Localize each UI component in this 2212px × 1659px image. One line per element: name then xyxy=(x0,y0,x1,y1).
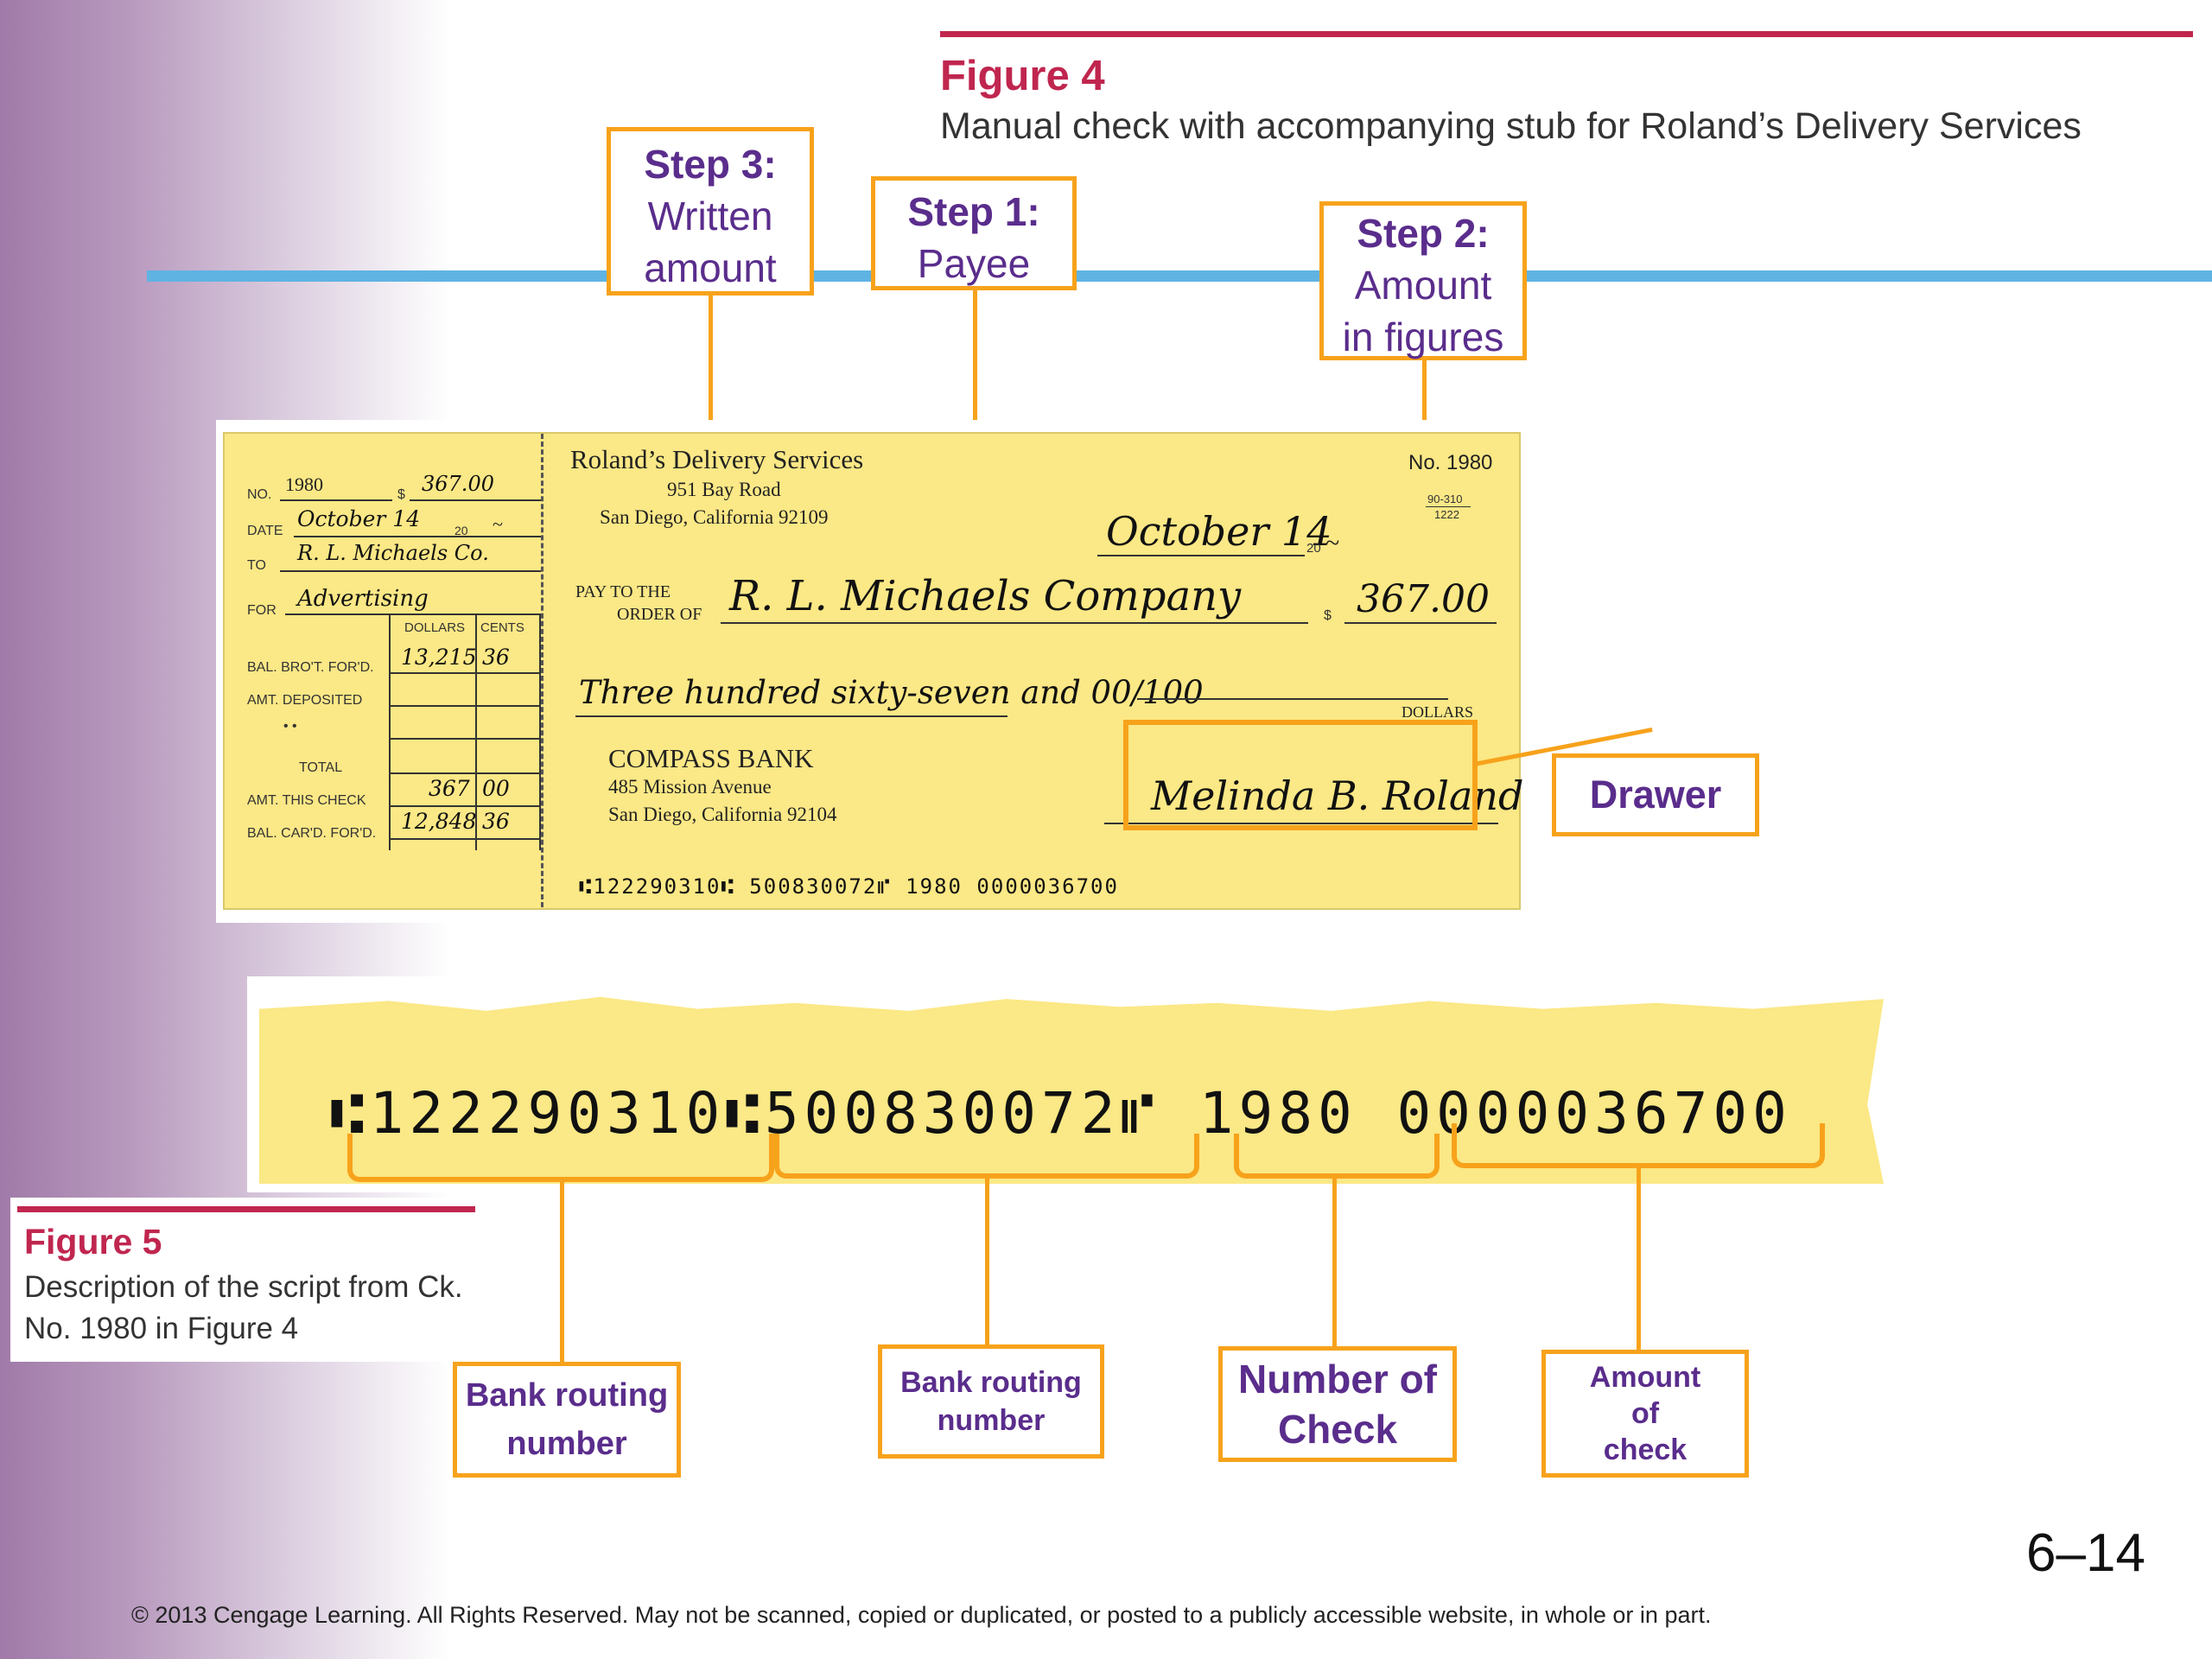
stub-bal-brot-dollars: 13,215 xyxy=(401,645,477,670)
label-bank-routing-2-line1: Bank routing xyxy=(900,1366,1082,1399)
step2-title: Step 2: xyxy=(1357,211,1490,256)
label-bank-routing-1: Bank routing number xyxy=(453,1362,681,1478)
check-dollar-sign: $ xyxy=(1324,608,1332,623)
stub-date-value: October 14 xyxy=(297,506,421,531)
stub-no-label: NO. xyxy=(247,487,272,502)
check-number-connector xyxy=(1332,1177,1337,1350)
stub-date-tilde: ~ xyxy=(493,513,503,535)
label-number-of-check-line1: Number of xyxy=(1238,1357,1437,1402)
stub-amount-prefix: $ xyxy=(397,487,405,502)
check-fraction-top: 90-310 xyxy=(1427,493,1463,505)
stub-amt-check-dollars: 367 xyxy=(429,776,470,801)
stub-bal-card-cents: 36 xyxy=(482,809,510,834)
label-amount-of-check-line3: check xyxy=(1603,1433,1688,1466)
figure4-rule xyxy=(940,31,2193,37)
check-address-line1: 951 Bay Road xyxy=(667,479,781,500)
label-amount-of-check-line1: Amount xyxy=(1589,1361,1701,1394)
step2-line2: in figures xyxy=(1342,315,1504,359)
stub-to-label: TO xyxy=(247,558,266,573)
check-micr-line: ⑆122290310⑆ 500830072⑈ 1980 0000036700 xyxy=(579,874,1119,899)
figure5-title: Figure 5 xyxy=(24,1222,162,1262)
pay-to-label-line2: ORDER OF xyxy=(617,605,702,624)
label-bank-routing-2-line2: number xyxy=(937,1404,1046,1437)
step1-callout: Step 1: Payee xyxy=(871,176,1077,290)
check-signature: Melinda B. Roland xyxy=(1151,772,1524,819)
check-date-value: October 14 xyxy=(1106,508,1332,555)
micr-torn-strip xyxy=(259,996,1884,1184)
page-number: 6–14 xyxy=(2026,1523,2145,1583)
bracket-check-number xyxy=(1234,1134,1440,1179)
stub-amt-check-cents: 00 xyxy=(482,776,510,801)
pay-to-label-line1: PAY TO THE xyxy=(575,582,671,601)
check-dollars-label: DOLLARS xyxy=(1402,703,1474,721)
label-bank-routing-1-line2: number xyxy=(506,1426,627,1462)
check-amount-figures: 367.00 xyxy=(1357,577,1490,621)
stub-for-value: Advertising xyxy=(297,586,429,612)
stub-bal-card-label: BAL. CAR'D. FOR'D. xyxy=(247,826,377,841)
check-amount-connector xyxy=(1637,1166,1641,1353)
label-amount-of-check-line2: of xyxy=(1630,1397,1660,1430)
step2-line1: Amount xyxy=(1354,263,1492,308)
check-with-stub: NO. 1980 $ 367.00 DATE October 14 20 ~ T… xyxy=(223,432,1524,910)
signature-highlight-box xyxy=(1123,720,1478,830)
stub-date-20: 20 xyxy=(454,524,468,537)
stub-amt-check-label: AMT. THIS CHECK xyxy=(247,793,366,808)
stub-bal-brot-cents: 36 xyxy=(482,645,510,670)
stub-bal-brot-label: BAL. BRO'T. FOR'D. xyxy=(247,660,374,675)
stub-cents-header: CENTS xyxy=(480,620,524,635)
bracket-routing-2 xyxy=(774,1134,1199,1179)
label-bank-routing-2: Bank routing number xyxy=(878,1344,1104,1459)
step1-title: Step 1: xyxy=(907,189,1040,234)
check-bank-name: COMPASS BANK xyxy=(608,743,814,773)
step3-line2: amount xyxy=(644,245,777,290)
stub-bal-card-dollars: 12,848 xyxy=(401,809,477,834)
check-written-amount: Three hundred sixty-seven and 00/100 xyxy=(579,674,1204,711)
stub-date-label: DATE xyxy=(247,524,283,538)
figure4-title: Figure 4 xyxy=(940,53,1105,99)
label-number-of-check-line2: Check xyxy=(1277,1407,1398,1452)
stub-dots: • • xyxy=(283,719,297,734)
check-address-line2: San Diego, California 92109 xyxy=(600,506,829,528)
check-date-20: 20 xyxy=(1306,541,1321,556)
check-number: No. 1980 xyxy=(1408,451,1493,474)
check-bank-address1: 485 Mission Avenue xyxy=(608,776,772,798)
figure5-caption: Description of the script from Ck. No. 1… xyxy=(24,1270,463,1345)
stub-amt-deposited-label: AMT. DEPOSITED xyxy=(247,693,363,708)
stub-for-label: FOR xyxy=(247,603,276,618)
figure5-rule xyxy=(17,1206,475,1212)
label-number-of-check: Number of Check xyxy=(1218,1346,1457,1462)
step3-title: Step 3: xyxy=(644,142,777,187)
figure4-caption: Manual check with accompanying stub for … xyxy=(940,105,2082,147)
check-company-name: Roland’s Delivery Services xyxy=(570,444,864,474)
stub-amount-value: 367.00 xyxy=(422,472,494,496)
drawer-label-text: Drawer xyxy=(1589,772,1722,817)
routing2-connector xyxy=(985,1177,989,1350)
stub-to-value: R. L. Michaels Co. xyxy=(297,541,489,565)
step2-callout: Step 2: Amount in figures xyxy=(1319,201,1527,360)
step1-line1: Payee xyxy=(917,241,1031,286)
figure5-box xyxy=(10,1198,477,1362)
blue-divider-line xyxy=(147,270,2212,282)
label-amount-of-check: Amount of check xyxy=(1541,1350,1749,1478)
micr-strip-text: ⑆122290310⑆500830072⑈ 1980 0000036700 xyxy=(330,1080,1792,1147)
check-date-tilde: ~ xyxy=(1325,529,1340,557)
stub-dollars-header: DOLLARS xyxy=(404,620,466,635)
step3-callout: Step 3: Written amount xyxy=(607,127,814,296)
stub-no-value: 1980 xyxy=(285,474,323,495)
drawer-label: Drawer xyxy=(1552,753,1759,836)
check-bank-address2: San Diego, California 92104 xyxy=(608,804,837,825)
step3-line1: Written xyxy=(647,194,773,238)
stub-total-label: TOTAL xyxy=(299,760,343,775)
check-fraction-bottom: 1222 xyxy=(1434,508,1459,521)
bracket-routing-1 xyxy=(347,1134,774,1182)
copyright-notice: © 2013 Cengage Learning. All Rights Rese… xyxy=(131,1602,1712,1628)
bracket-check-amount xyxy=(1452,1123,1825,1168)
label-bank-routing-1-line1: Bank routing xyxy=(465,1377,669,1414)
routing1-connector xyxy=(560,1180,564,1365)
check-payee: R. L. Michaels Company xyxy=(729,572,1242,620)
stub-perforation xyxy=(541,434,543,907)
